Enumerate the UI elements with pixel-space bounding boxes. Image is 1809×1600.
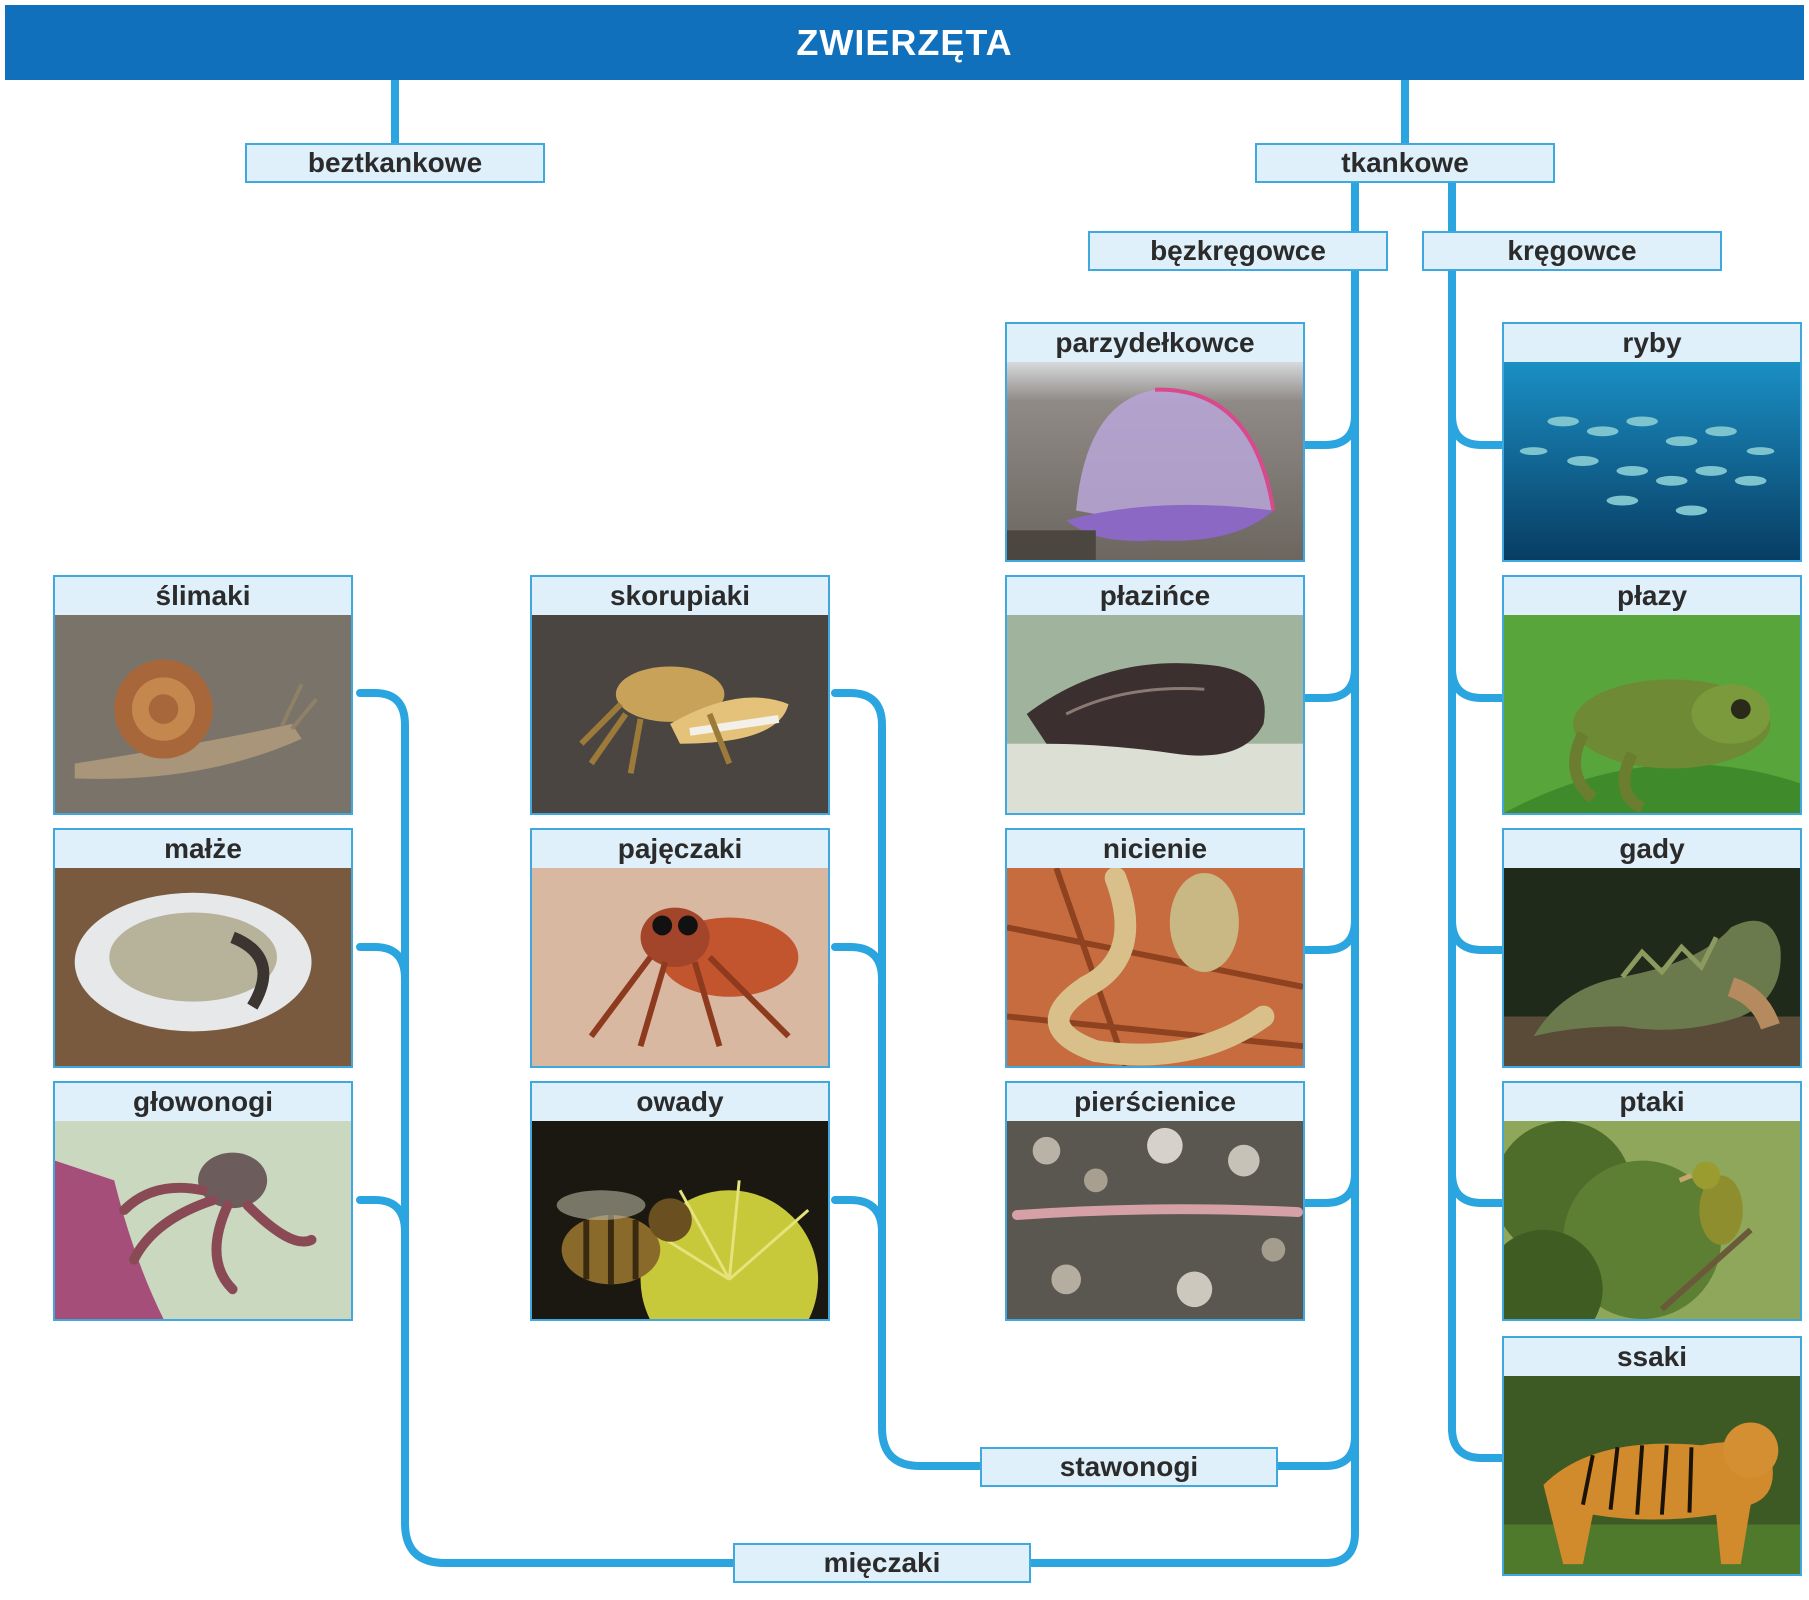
tkankowe-label: tkankowe (1255, 143, 1555, 183)
card-ssaki: ssaki (1502, 1336, 1802, 1576)
card-title: parzydełkowce (1055, 327, 1255, 358)
fish-photo-icon (1504, 362, 1800, 560)
card-ptaki: ptaki (1502, 1081, 1802, 1321)
card-gady: gady (1502, 828, 1802, 1068)
card-title: owady (636, 1086, 724, 1117)
card-skorupiaki: skorupiaki (530, 575, 830, 815)
beztkankowe-label: beztkankowe (245, 143, 545, 183)
kregowce-label: kręgowce (1422, 231, 1722, 271)
bird-photo-icon (1504, 1121, 1800, 1319)
card-owady: owady (530, 1081, 830, 1321)
card-title: pierścienice (1074, 1086, 1236, 1117)
card-title: ssaki (1616, 1341, 1688, 1372)
spider-photo-icon (532, 868, 828, 1066)
octopus-photo-icon (55, 1121, 351, 1319)
mieczaki-label: mięczaki (733, 1543, 1031, 1583)
iguana-photo-icon (1504, 868, 1800, 1066)
jellyfish-photo-icon (1007, 362, 1303, 560)
crab-photo-icon (532, 615, 828, 813)
card-glowonogi: głowonogi (53, 1081, 353, 1321)
card-nicienie: nicienie (1005, 828, 1305, 1068)
card-title: płazy (1616, 580, 1688, 611)
card-slimaki: ślimaki (53, 575, 353, 815)
card-title: nicienie (1102, 833, 1208, 864)
card-title: ryby (1622, 327, 1682, 358)
card-ryby: ryby (1502, 322, 1802, 562)
earthworm-photo-icon (1007, 1121, 1303, 1319)
stawonogi-label: stawonogi (980, 1447, 1278, 1487)
card-title: pajęczaki (617, 833, 743, 864)
bee-photo-icon (532, 1121, 828, 1319)
card-title: głowonogi (133, 1086, 273, 1117)
card-title: skorupiaki (609, 580, 751, 611)
card-malze: małże (53, 828, 353, 1068)
card-parzydelkowce: parzydełkowce (1005, 322, 1305, 562)
card-plazince: płazińce (1005, 575, 1305, 815)
card-plazy: płazy (1502, 575, 1802, 815)
card-title: małże (164, 833, 242, 864)
bezkregowce-label: bęzkręgowce (1088, 231, 1388, 271)
tiger-photo-icon (1504, 1376, 1800, 1574)
flatworm-photo-icon (1007, 615, 1303, 813)
card-title: ptaki (1619, 1086, 1685, 1117)
card-pierscienice: pierścienice (1005, 1081, 1305, 1321)
oyster-photo-icon (55, 868, 351, 1066)
card-pajeczaki: pajęczaki (530, 828, 830, 1068)
card-title: płazińce (1099, 580, 1211, 611)
card-title: gady (1619, 833, 1685, 864)
frog-photo-icon (1504, 615, 1800, 813)
root-title: ZWIERZĘTA (5, 5, 1804, 80)
snail-photo-icon (55, 615, 351, 813)
card-title: ślimaki (155, 580, 251, 611)
nematode-photo-icon (1007, 868, 1303, 1066)
